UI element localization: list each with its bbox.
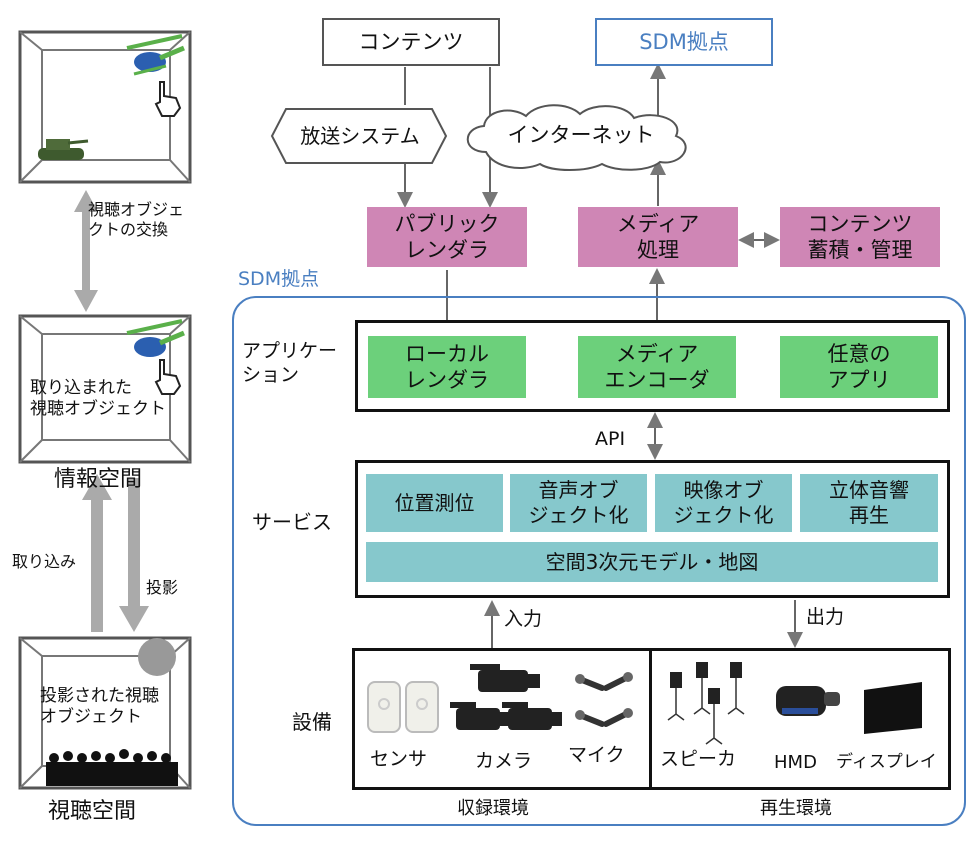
media-processing-box: メディア 処理 <box>578 207 738 267</box>
internet-label: インターネット <box>507 122 655 147</box>
playback-environment-label: 再生環境 <box>760 798 832 819</box>
camcorder-icon <box>450 664 562 730</box>
any-app-box: 任意の アプリ <box>780 336 938 398</box>
service-item-video-object: 映像オブ ジェクト化 <box>655 474 792 532</box>
speaker-stand-icon <box>667 662 745 745</box>
internet-cloud-icon <box>466 104 687 171</box>
projection-label: 投影 <box>146 578 179 597</box>
service-item-3d-audio: 立体音響 再生 <box>800 474 938 532</box>
speaker-label: スピーカ <box>660 748 737 770</box>
display-label: ディスプレイ <box>836 752 937 772</box>
tank-icon <box>38 139 89 160</box>
local-renderer-box: ローカル レンダラ <box>368 336 526 398</box>
content-storage-box: コンテンツ 蓄積・管理 <box>780 207 940 267</box>
broadcast-system-hexagon <box>270 108 448 164</box>
sensor-icon <box>367 681 439 733</box>
sdm-hub-top-box: SDM拠点 <box>595 18 773 66</box>
output-label: 出力 <box>806 606 845 628</box>
application-layer-label: アプリケー ション <box>242 340 338 386</box>
capture-label: 取り込み <box>12 552 77 571</box>
helicopter-icon <box>126 319 185 357</box>
spatial-3d-model-box: 空間3次元モデル・地図 <box>366 542 938 582</box>
public-renderer-box: パブリック レンダラ <box>367 207 527 267</box>
media-encoder-box: メディア エンコーダ <box>578 336 736 398</box>
api-label: API <box>595 428 626 450</box>
hmd-label: HMD <box>774 752 817 773</box>
recording-environment-label: 収録環境 <box>457 798 529 819</box>
sdm-hub-label: SDM拠点 <box>238 268 320 290</box>
input-label: 入力 <box>504 608 543 630</box>
information-space-cube <box>18 314 192 464</box>
information-space-title: 情報空間 <box>54 467 143 492</box>
projected-object-caption: 投影された視聴 オブジェクト <box>40 686 159 728</box>
sdm-hub-container <box>232 296 966 826</box>
projector-icon <box>138 638 176 676</box>
hand-cursor-icon <box>154 359 182 395</box>
service-layer-label: サービス <box>252 510 332 534</box>
helicopter-icon <box>126 34 185 76</box>
equipment-layer-label: 設備 <box>292 710 332 734</box>
captured-object-caption: 取り込まれた 視聴オブジェクト <box>30 378 166 420</box>
hmd-icon <box>776 686 840 716</box>
audience-icon <box>46 749 178 786</box>
service-item-audio-object: 音声オブ ジェクト化 <box>510 474 647 532</box>
camera-label: カメラ <box>475 750 533 772</box>
mic-label: マイク <box>568 744 625 766</box>
broadcast-system-label: 放送システム <box>300 123 420 148</box>
display-icon <box>864 682 922 734</box>
microphone-icon <box>575 672 633 727</box>
hand-cursor-icon <box>154 81 182 117</box>
object-exchange-label: 視聴オブジェ クトの交換 <box>88 200 185 239</box>
contents-box: コンテンツ <box>322 18 500 66</box>
viewing-space-title: 視聴空間 <box>48 799 137 824</box>
service-item-positioning: 位置測位 <box>366 474 503 532</box>
sensor-label: センサ <box>370 748 428 770</box>
